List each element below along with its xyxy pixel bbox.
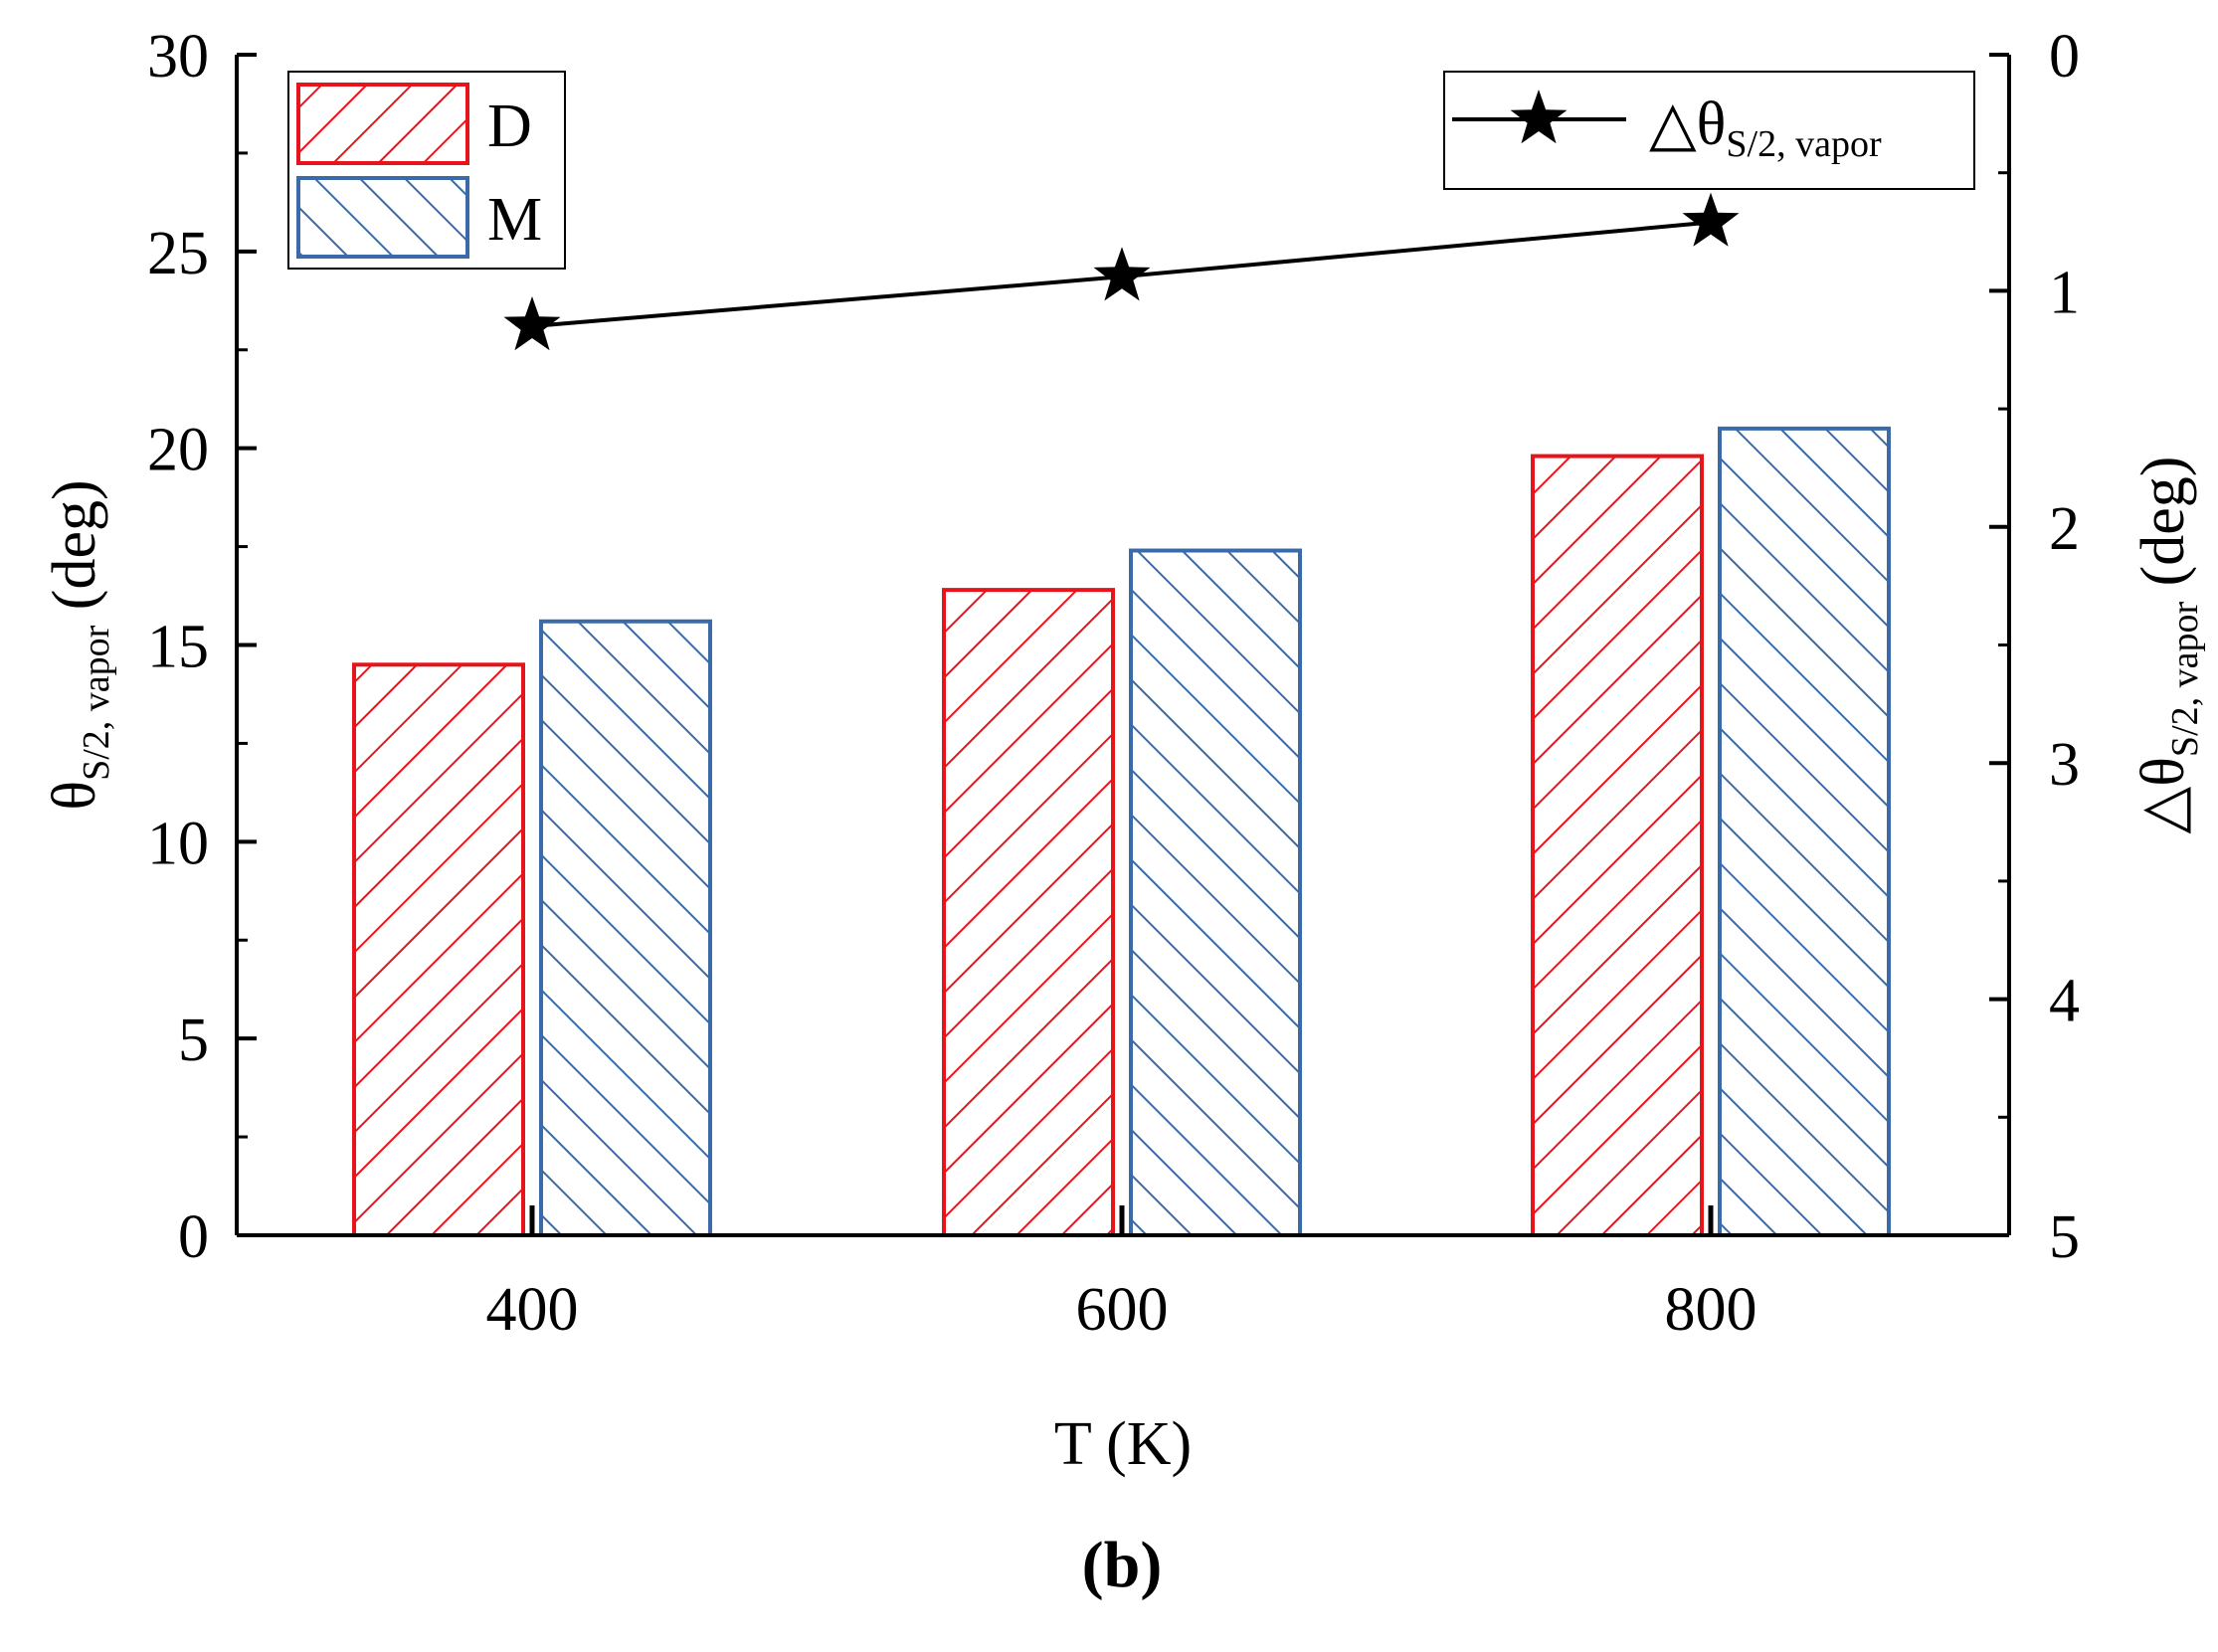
y-left-tick-label: 0 — [178, 1203, 209, 1271]
x-tick-label: 800 — [1665, 1276, 1757, 1344]
line-legend-sub: S/2, vapor — [1726, 123, 1882, 165]
x-axis-title: T (K) — [1054, 1410, 1192, 1478]
y-right-tick-label: 2 — [2049, 495, 2080, 563]
y-right-title-unit: (deg) — [2129, 457, 2197, 602]
bar-M-600 — [1129, 548, 1302, 1237]
y-left-tick-label: 30 — [147, 23, 209, 91]
bar-M-800 — [1718, 426, 1891, 1237]
bar-D-600 — [942, 588, 1115, 1237]
legend-label-M: M — [487, 186, 542, 254]
y-left-title-sub: S/2, vapor — [76, 625, 117, 781]
panel-label: (b) — [1082, 1529, 1163, 1601]
line-legend-star — [1510, 90, 1568, 144]
y-right-tick-label: 4 — [2049, 968, 2080, 1035]
y-right-tick-label: 5 — [2049, 1203, 2080, 1271]
legend-swatch-M — [296, 176, 469, 259]
legend-label-D: D — [487, 92, 532, 160]
line-point-600 — [1093, 247, 1151, 301]
y-left-title-main: θ — [41, 781, 108, 811]
y-right-title-sub: S/2, vapor — [2164, 602, 2206, 758]
y-left-tick-label: 5 — [178, 1007, 209, 1074]
y-right-tick-label: 3 — [2049, 731, 2080, 799]
y-left-tick-label: 25 — [147, 220, 209, 287]
bar-M-400 — [539, 619, 712, 1237]
y-left-title-unit: (deg) — [41, 479, 108, 625]
line-legend-main: △θ — [1649, 91, 1726, 158]
y-right-tick-label: 1 — [2049, 259, 2080, 326]
line-legend-box — [1443, 71, 1975, 190]
y-left-tick-label: 15 — [147, 614, 209, 681]
line-point-400 — [503, 296, 561, 351]
y-left-tick-label: 10 — [147, 810, 209, 877]
bar-D-400 — [352, 662, 525, 1237]
line-legend-label: △θS/2, vapor — [1649, 91, 1882, 165]
bar-D-800 — [1531, 454, 1704, 1237]
x-tick-label: 400 — [486, 1276, 579, 1344]
x-tick-label: 600 — [1076, 1276, 1169, 1344]
y-left-tick-label: 20 — [147, 417, 209, 484]
legend-swatch-D — [296, 83, 469, 165]
y-right-title-main: △θ — [2129, 757, 2197, 833]
y-left-axis-title: θS/2, vapor (deg) — [41, 479, 117, 810]
y-right-tick-label: 0 — [2049, 23, 2080, 91]
y-right-axis-title: △θS/2, vapor (deg) — [2129, 457, 2206, 834]
line-point-800 — [1682, 192, 1740, 247]
